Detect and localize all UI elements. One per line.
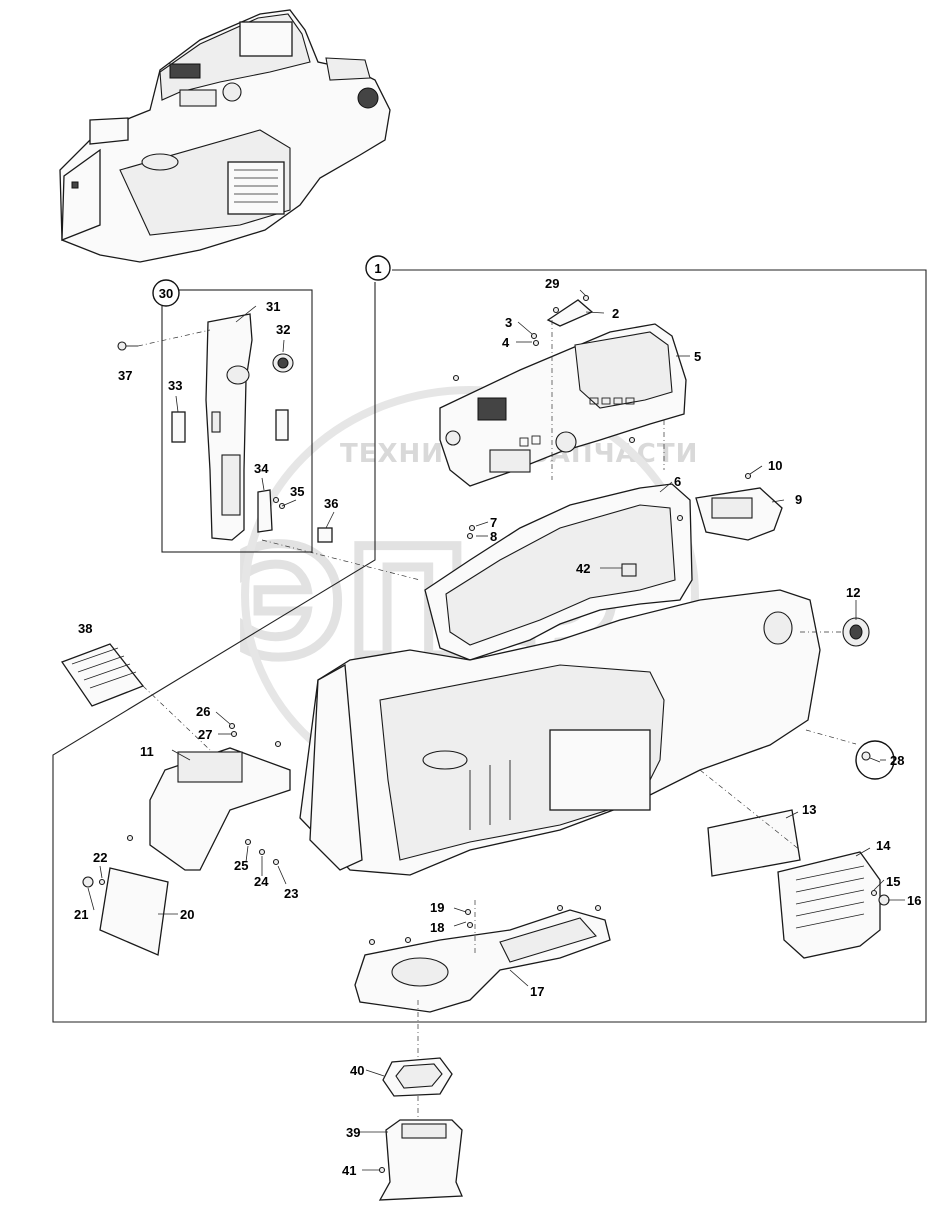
- callout-12: 12: [846, 585, 860, 600]
- small-hardware: [82, 294, 890, 1174]
- callout-6: 6: [674, 474, 681, 489]
- callout-21: 21: [74, 907, 88, 922]
- grille-panel-14: [777, 851, 881, 959]
- screw-37: [117, 341, 138, 351]
- callout-35: 35: [290, 484, 304, 499]
- callout-labels: 2 3 4 5 6 7 8 9 10 11 12 13 14 15 16 17 …: [74, 276, 921, 1178]
- callout-42: 42: [576, 561, 590, 576]
- trim-33: [171, 411, 186, 443]
- callout-28: 28: [890, 753, 904, 768]
- callout-4: 4: [502, 335, 510, 350]
- callout-27: 27: [198, 727, 212, 742]
- knob-12: [842, 617, 870, 647]
- callout-40: 40: [350, 1063, 364, 1078]
- clip-36: [317, 527, 333, 543]
- callout-19: 19: [430, 900, 444, 915]
- knob-32: [272, 353, 294, 373]
- assembly-lines: [137, 320, 857, 1120]
- callout-31: 31: [266, 299, 280, 314]
- callout-8: 8: [490, 529, 497, 544]
- screw-detail-28: [855, 740, 895, 780]
- pillar-cover-31: [205, 313, 253, 541]
- column-cover-39: [378, 1119, 463, 1201]
- callout-34: 34: [254, 461, 269, 476]
- callout-group-1-label: 1: [374, 261, 381, 276]
- callout-7: 7: [490, 515, 497, 530]
- plate-34: [257, 489, 273, 533]
- callout-10: 10: [768, 458, 782, 473]
- callout-group-30-label: 30: [159, 286, 173, 301]
- callout-33: 33: [168, 378, 182, 393]
- callout-22: 22: [93, 850, 107, 865]
- boot-40: [382, 1057, 453, 1097]
- callout-36: 36: [324, 496, 338, 511]
- callout-11: 11: [140, 744, 154, 759]
- callout-14: 14: [876, 838, 891, 853]
- cup-holder-11: [149, 747, 291, 871]
- group-callout-1: 1: [365, 255, 391, 281]
- callout-17: 17: [530, 984, 544, 999]
- pad-13: [707, 809, 801, 877]
- assembly-frame: [52, 269, 927, 1023]
- callout-38: 38: [78, 621, 92, 636]
- callout-26: 26: [196, 704, 210, 719]
- callout-25: 25: [234, 858, 248, 873]
- callout-32: 32: [276, 322, 290, 337]
- panel-frame-6: [424, 483, 693, 661]
- floor-plate-17: [354, 909, 611, 1013]
- instrument-panel-5: [439, 323, 687, 487]
- callout-20: 20: [180, 907, 194, 922]
- callout-39: 39: [346, 1125, 360, 1140]
- callout-5: 5: [694, 349, 701, 364]
- callout-23: 23: [284, 886, 298, 901]
- callout-16: 16: [907, 893, 921, 908]
- callout-24: 24: [254, 874, 269, 889]
- flap-20: [99, 867, 169, 956]
- leader-lines: [87, 289, 905, 1171]
- pillar-kit-frame: [161, 289, 313, 553]
- callout-37: 37: [118, 368, 132, 383]
- bracket-2: [546, 299, 594, 327]
- callout-2: 2: [612, 306, 619, 321]
- callout-9: 9: [795, 492, 802, 507]
- trim-33b: [275, 409, 289, 441]
- vent-9: [695, 487, 783, 541]
- callout-29: 29: [545, 276, 559, 291]
- callout-41: 41: [342, 1163, 356, 1178]
- callout-3: 3: [505, 315, 512, 330]
- callout-13: 13: [802, 802, 816, 817]
- overview-assembly-illustration: [59, 9, 391, 263]
- group-callout-30: 30: [152, 279, 180, 307]
- callout-18: 18: [430, 920, 444, 935]
- grille-38: [60, 643, 145, 707]
- console-body-1: [299, 589, 821, 876]
- callout-15: 15: [886, 874, 900, 889]
